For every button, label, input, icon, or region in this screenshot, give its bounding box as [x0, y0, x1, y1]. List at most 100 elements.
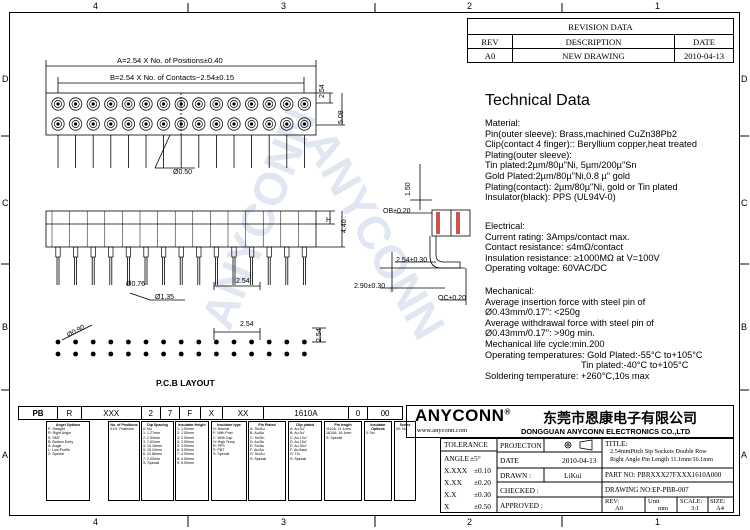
contact-hole [91, 102, 95, 106]
code-description-line: 4: 10.16mm [143, 444, 162, 449]
contact-inner [265, 120, 274, 128]
description-value: NEW DRAWING [512, 48, 675, 63]
contact-ring [245, 117, 259, 131]
code-description-title: No. of Positions [110, 423, 138, 427]
code-cell: PB [18, 406, 58, 420]
contact-inner [300, 100, 309, 108]
pcb-hole [266, 351, 272, 357]
code-description-line: 00: No [396, 427, 407, 432]
code-description-line: 8: 4.50mm [177, 456, 194, 461]
front-pin-body [178, 246, 184, 258]
front-view-pins [51, 211, 307, 285]
contact-ring [209, 97, 223, 111]
code-description-title: Angel Options [55, 423, 81, 427]
code-description-line: 3: 7.62mm [143, 439, 160, 444]
code-description-line: L: Low Profile [48, 448, 70, 453]
contact-inner [54, 120, 62, 128]
scale-label: SCALE: [680, 498, 703, 505]
code-description-title: Dip Spacing [147, 423, 168, 427]
contact-inner [300, 120, 309, 128]
zone-top-3: 3 [281, 1, 287, 11]
unit-label: Unit [648, 498, 660, 505]
tolerance-label: TOLERANCE [444, 440, 488, 449]
code-description-line: A: Angle [48, 444, 62, 449]
date-field: 2010-04-13 [562, 456, 597, 465]
code-description-line: E: Au 30u" [290, 444, 307, 449]
code-description-line: D: Au/Sn [250, 439, 265, 444]
pcb-hole [249, 351, 255, 357]
pcb-hole [266, 339, 272, 345]
zone-right-a: A [741, 450, 748, 460]
technical-data-title: Technical Data [485, 92, 590, 109]
contact-hole [285, 102, 289, 106]
code-description-line: 5: 3.00mm [177, 444, 194, 449]
dim-h: H [326, 217, 332, 224]
contact-hole [197, 102, 201, 106]
electrical-line: Insulation resistance: ≥1000MΩ at V=100V [485, 252, 660, 263]
contact-inner [89, 120, 98, 128]
contact-hole [267, 122, 271, 126]
contact-inner [124, 100, 133, 108]
contact-inner [230, 100, 238, 108]
pcb-hole [178, 339, 184, 345]
pcb-hole [125, 339, 131, 345]
zone-bottom-3: 3 [281, 517, 287, 527]
contact-inner [282, 120, 291, 128]
code-description-line: 1610A: 16.1mm [326, 431, 352, 436]
contact-ring [209, 117, 223, 131]
contact-inner [247, 100, 256, 108]
zone-right-c: C [741, 198, 748, 208]
scale-value: 3:1 [691, 505, 700, 512]
contact-hole [285, 122, 289, 126]
drawn-value: LiKui [564, 471, 582, 480]
front-pin-body [143, 246, 149, 258]
material-line: Material: [485, 118, 521, 128]
code-description-line: 1: 1.27mm [143, 431, 160, 436]
code-description-line: H: High Temp [213, 439, 235, 444]
electrical-line: Electrical: [485, 221, 525, 231]
pcb-hole [90, 351, 96, 357]
contact-ring [104, 97, 118, 111]
contact-inner [124, 120, 133, 128]
code-description-line: S: Special [326, 435, 343, 440]
company-logo: ANYCONN® [415, 406, 511, 426]
contact-hole [56, 102, 60, 106]
angle-value: ±5° [470, 454, 481, 463]
contact-hole [162, 102, 166, 106]
zone-bottom-2: 2 [467, 517, 473, 527]
code-cell: XX [222, 406, 265, 420]
contact-ring [174, 117, 188, 131]
contact-inner [282, 100, 291, 108]
code-description-line: 6: 22.86mm [143, 452, 162, 457]
front-pin-body [90, 246, 96, 258]
code-description-line: 4: 2.50mm [177, 439, 194, 444]
code-description-line: S: Special [250, 456, 267, 461]
contact-ring [192, 97, 206, 111]
code-description-line: F: Au/Au [250, 448, 264, 453]
front-pin-body [73, 246, 79, 258]
tol-x-value: ±0.50 [474, 502, 491, 511]
front-pin-body [125, 246, 131, 258]
pcb-layout-holes [55, 339, 307, 357]
contact-inner [194, 120, 203, 128]
contact-inner [106, 120, 115, 128]
projection-symbol [564, 439, 593, 451]
code-cell: F [179, 406, 201, 420]
code-description-title: Insulator Height [178, 423, 206, 427]
contact-hole [197, 122, 201, 126]
contact-ring [69, 97, 83, 111]
dim-290: 2.90±0.30 [354, 283, 386, 290]
material-line: Tin plated:2µm/80µ"Ni, 5µm/200µ"Sn [485, 160, 637, 171]
code-description-line: D: Au 15u" [290, 439, 308, 444]
mechanical-line: Mechanical life cycle:min.200 [485, 338, 605, 349]
contact-ring [262, 97, 276, 111]
contact-hole [302, 102, 306, 106]
contact-ring [86, 97, 100, 111]
unit-value: mm [658, 505, 669, 512]
contact-hole [144, 102, 148, 106]
rev-label: REV: [605, 498, 620, 505]
code-description-line: S: Special [213, 452, 230, 457]
code-description-line: N: Normal [213, 427, 230, 432]
